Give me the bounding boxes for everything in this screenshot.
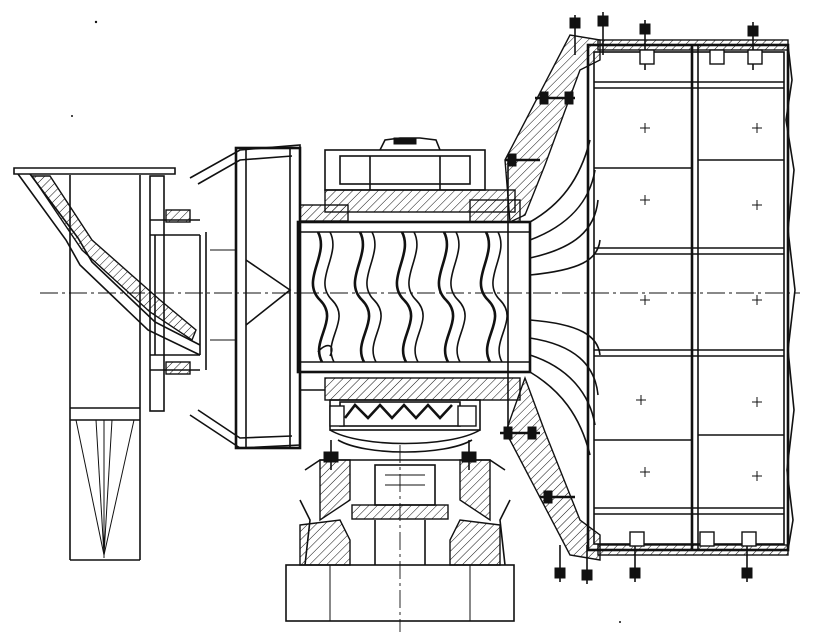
- liner-bolt-marks: [636, 123, 762, 481]
- pedestal-support: [285, 429, 515, 622]
- spiral-blade-icon: [311, 231, 508, 363]
- bearing-icon: [339, 401, 461, 427]
- helical-rotor: [296, 220, 532, 374]
- feed-housing: [189, 144, 302, 450]
- main-bearing: [299, 137, 521, 431]
- conical-transition: [500, 34, 601, 561]
- inlet-duct: [13, 167, 201, 561]
- drum-top-bolts: [569, 12, 763, 70]
- mill-drum: [554, 12, 796, 584]
- flange-bolts: [500, 91, 575, 504]
- drum-bottom-bolts: [554, 531, 757, 584]
